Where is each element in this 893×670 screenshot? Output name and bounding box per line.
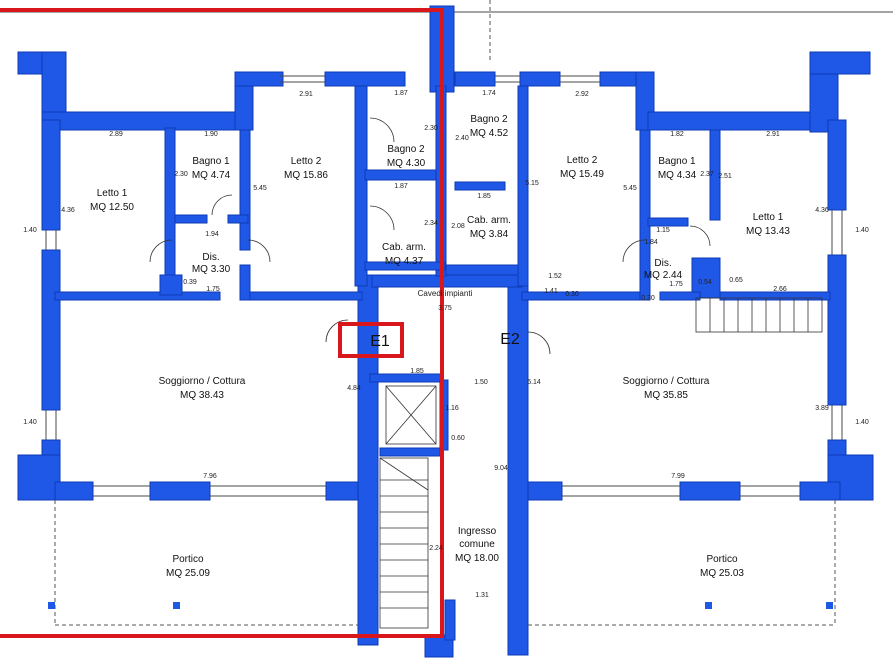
dimension-labels: 2.89 1.90 2.91 1.87 1.74 2.92 1.82 2.91 … xyxy=(23,90,869,599)
dimension: 2.89 xyxy=(109,131,123,138)
dimension: 1.40 xyxy=(23,227,37,234)
room-name: Letto 2 xyxy=(567,155,598,166)
dimension: 7.96 xyxy=(203,473,217,480)
room-area: MQ 25.09 xyxy=(166,568,210,579)
dimension: 1.50 xyxy=(474,379,488,386)
room-area: MQ 3.84 xyxy=(470,229,509,240)
room-area: MQ 35.85 xyxy=(644,390,688,401)
dimension: 5.45 xyxy=(253,185,267,192)
dimension: 2.37 xyxy=(700,171,714,178)
doors xyxy=(149,117,711,355)
dimension: 1.15 xyxy=(656,227,670,234)
room-area: MQ 12.50 xyxy=(90,202,134,213)
dimension: 2.92 xyxy=(575,91,589,98)
room-name-2: comune xyxy=(459,539,495,550)
dimension: 1.41 xyxy=(544,288,558,295)
room-area: MQ 4.74 xyxy=(192,170,231,181)
dimension: 1.52 xyxy=(548,273,562,280)
room-name: Bagno 2 xyxy=(387,144,425,155)
room-area: MQ 15.86 xyxy=(284,170,328,181)
dimension: 5.15 xyxy=(525,180,539,187)
walls xyxy=(17,5,874,658)
dimension: 2.30 xyxy=(424,125,438,132)
dimension: 3.89 xyxy=(815,405,829,412)
dimension: 1.74 xyxy=(482,90,496,97)
dimension: 2.91 xyxy=(766,131,780,138)
dimension: 1.75 xyxy=(206,286,220,293)
room-name: Dis. xyxy=(654,258,671,269)
dimension: 1.85 xyxy=(477,193,491,200)
dimension: 2.66 xyxy=(773,286,787,293)
dimension: 1.87 xyxy=(394,183,408,190)
room-name: Letto 1 xyxy=(753,212,784,223)
room-name: Bagno 2 xyxy=(470,114,508,125)
windows xyxy=(45,75,843,497)
room-area: MQ 18.00 xyxy=(455,553,499,564)
dimension: 0.60 xyxy=(451,435,465,442)
room-area: MQ 4.37 xyxy=(385,256,424,267)
dimension: 1.94 xyxy=(205,231,219,238)
dimension: 4.36 xyxy=(815,207,829,214)
portico-outline xyxy=(48,500,836,626)
dimension: 1.90 xyxy=(204,131,218,138)
room-area: MQ 13.43 xyxy=(746,226,790,237)
room-name: Cab. arm. xyxy=(467,215,511,226)
entrance-e2-label: E2 xyxy=(500,331,520,348)
dimension: 2.51 xyxy=(718,173,732,180)
dimension: 0.65 xyxy=(729,277,743,284)
dimension: 4.84 xyxy=(347,385,361,392)
room-area: MQ 4.30 xyxy=(387,158,426,169)
stairs xyxy=(379,297,823,629)
dimension: 2.24 xyxy=(429,545,443,552)
room-area: MQ 38.43 xyxy=(180,390,224,401)
room-name: Soggiorno / Cottura xyxy=(159,376,246,387)
room-area: MQ 4.34 xyxy=(658,170,697,181)
room-name: Bagno 1 xyxy=(192,156,230,167)
room-name: Soggiorno / Cottura xyxy=(623,376,710,387)
room-name: Bagno 1 xyxy=(658,156,696,167)
dimension: 1.40 xyxy=(23,419,37,426)
room-area: MQ 3.30 xyxy=(192,264,231,275)
dimension: 3.75 xyxy=(438,305,452,312)
room-area: MQ 2.44 xyxy=(644,270,683,281)
dimension: 1.85 xyxy=(410,368,424,375)
dimension: 0.30 xyxy=(641,295,655,302)
dimension: 1.31 xyxy=(475,592,489,599)
dimension: 1.84 xyxy=(644,239,658,246)
dimension: 2.08 xyxy=(451,223,465,230)
dimension: 1.82 xyxy=(670,131,684,138)
dimension: 0.54 xyxy=(698,279,712,286)
dimension: 1.40 xyxy=(855,419,869,426)
highlight-outline xyxy=(0,8,444,638)
dimension: 2.30 xyxy=(174,171,188,178)
dimension: 2.91 xyxy=(299,91,313,98)
room-name: Letto 1 xyxy=(97,188,128,199)
dimension: 2.40 xyxy=(455,135,469,142)
dimension: 5.14 xyxy=(527,379,541,386)
room-name: Portico xyxy=(706,554,738,565)
dimension: 4.36 xyxy=(61,207,75,214)
room-area: MQ 25.03 xyxy=(700,568,744,579)
dimension: 1.40 xyxy=(855,227,869,234)
room-name: Ingresso xyxy=(458,526,497,537)
dimension: 9.04 xyxy=(494,465,508,472)
dimension: 2.34 xyxy=(424,220,438,227)
dimension: 1.87 xyxy=(394,90,408,97)
room-name: Portico xyxy=(172,554,204,565)
dimension: 1.16 xyxy=(445,405,459,412)
dimension: 7.99 xyxy=(671,473,685,480)
dimension: 0.39 xyxy=(183,279,197,286)
dimension: 5.45 xyxy=(623,185,637,192)
room-name: Cab. arm. xyxy=(382,242,426,253)
cavedi-label: Cavedi impianti xyxy=(418,289,473,298)
entrance-e1-label: E1 xyxy=(370,333,390,350)
dimension: 0.30 xyxy=(565,291,579,298)
room-labels: Letto 1 MQ 12.50 Bagno 1 MQ 4.74 Letto 2… xyxy=(90,114,790,579)
room-area: MQ 4.52 xyxy=(470,128,509,139)
room-name: Letto 2 xyxy=(291,156,322,167)
room-name: Dis. xyxy=(202,252,219,263)
room-area: MQ 15.49 xyxy=(560,169,604,180)
dimension: 1.75 xyxy=(669,281,683,288)
